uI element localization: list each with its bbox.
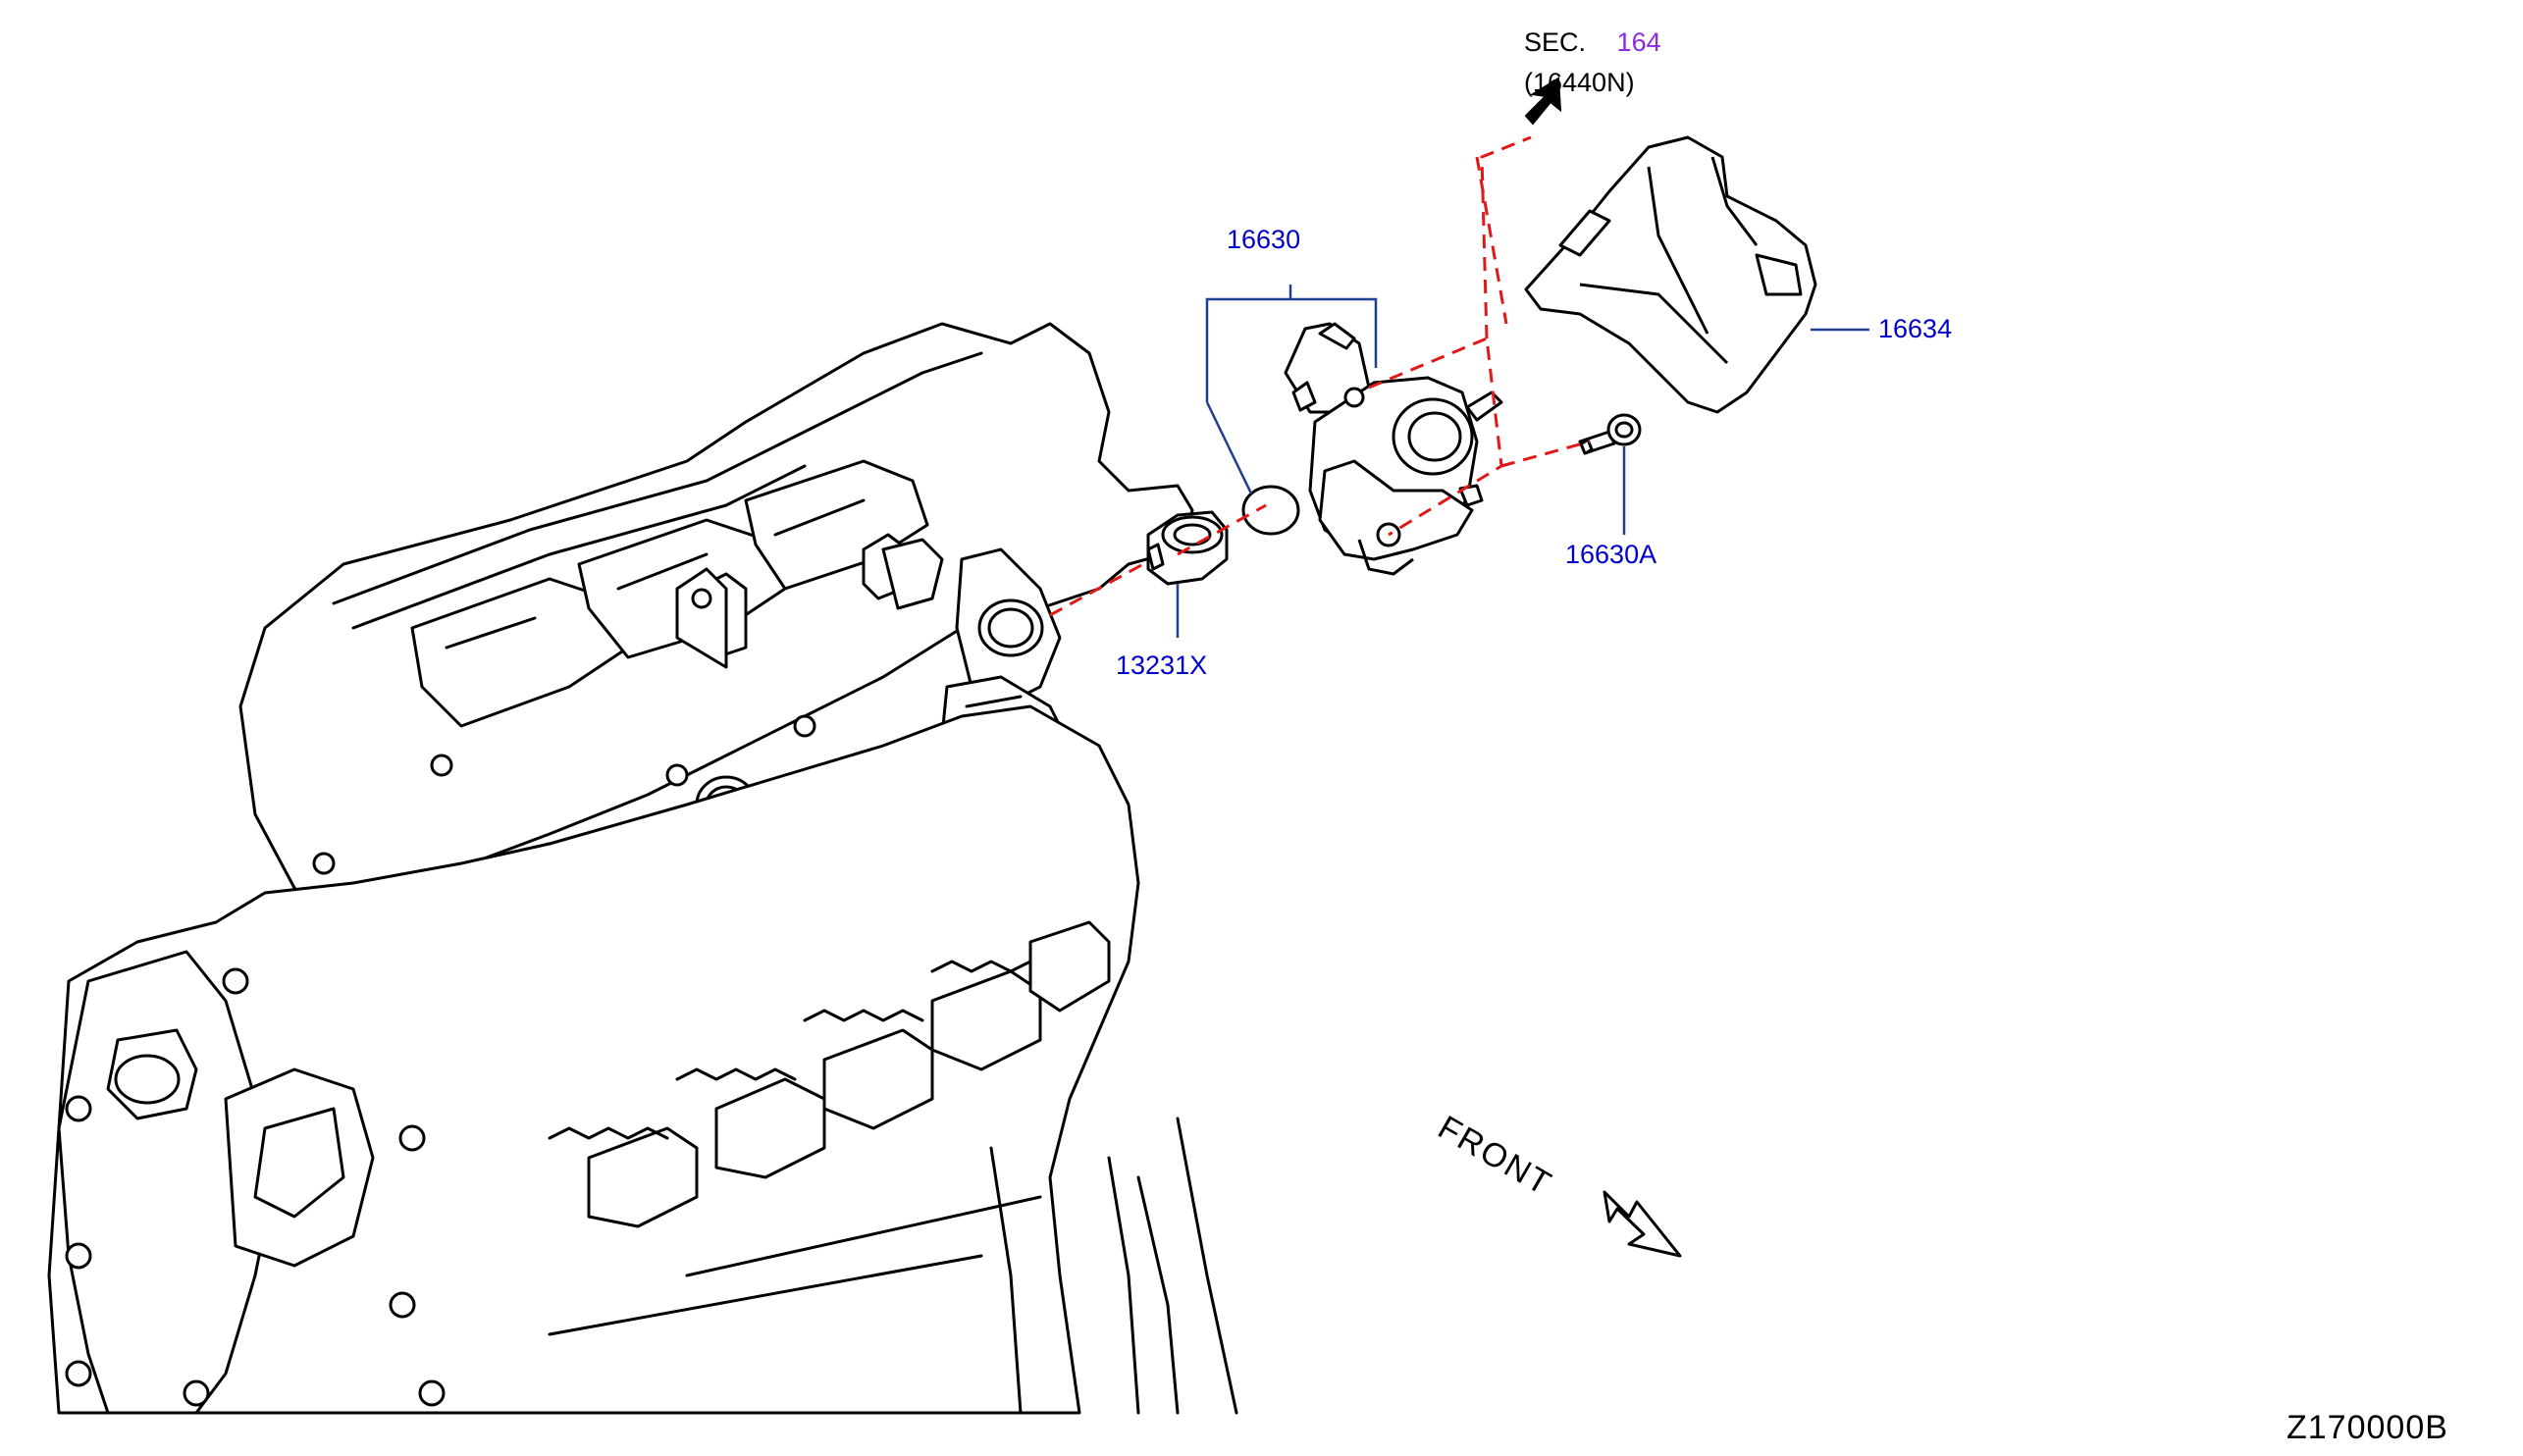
callout-high-pressure-pump[interactable]: 16630 xyxy=(1227,225,1301,254)
o-ring-part[interactable] xyxy=(1241,485,1300,536)
engine-cylinder-head-illustration xyxy=(47,322,1238,1415)
pump-mounting-bolt-part[interactable] xyxy=(1578,413,1642,455)
callout-pump-bolt[interactable]: 16630A xyxy=(1565,540,1657,569)
section-reference: SEC. 164 xyxy=(1524,29,1661,56)
callout-pump-insulator-cover[interactable]: 16634 xyxy=(1878,314,1953,343)
callout-leader-lines xyxy=(1176,285,1869,638)
section-part-number: (16440N) xyxy=(1524,68,1635,97)
phantom-alignment-lines xyxy=(1049,135,1591,617)
high-pressure-fuel-pump-part[interactable] xyxy=(1284,322,1503,576)
callout-pump-lifter[interactable]: 13231X xyxy=(1116,650,1208,680)
section-reference-arrow xyxy=(1524,77,1562,126)
diagram-code: Z170000B xyxy=(2286,1409,2448,1446)
front-direction-arrow xyxy=(1603,1190,1682,1258)
section-prefix: SEC. xyxy=(1524,27,1587,57)
section-number-link[interactable]: 164 xyxy=(1616,27,1661,57)
pump-insulator-cover-part[interactable] xyxy=(1524,135,1817,414)
